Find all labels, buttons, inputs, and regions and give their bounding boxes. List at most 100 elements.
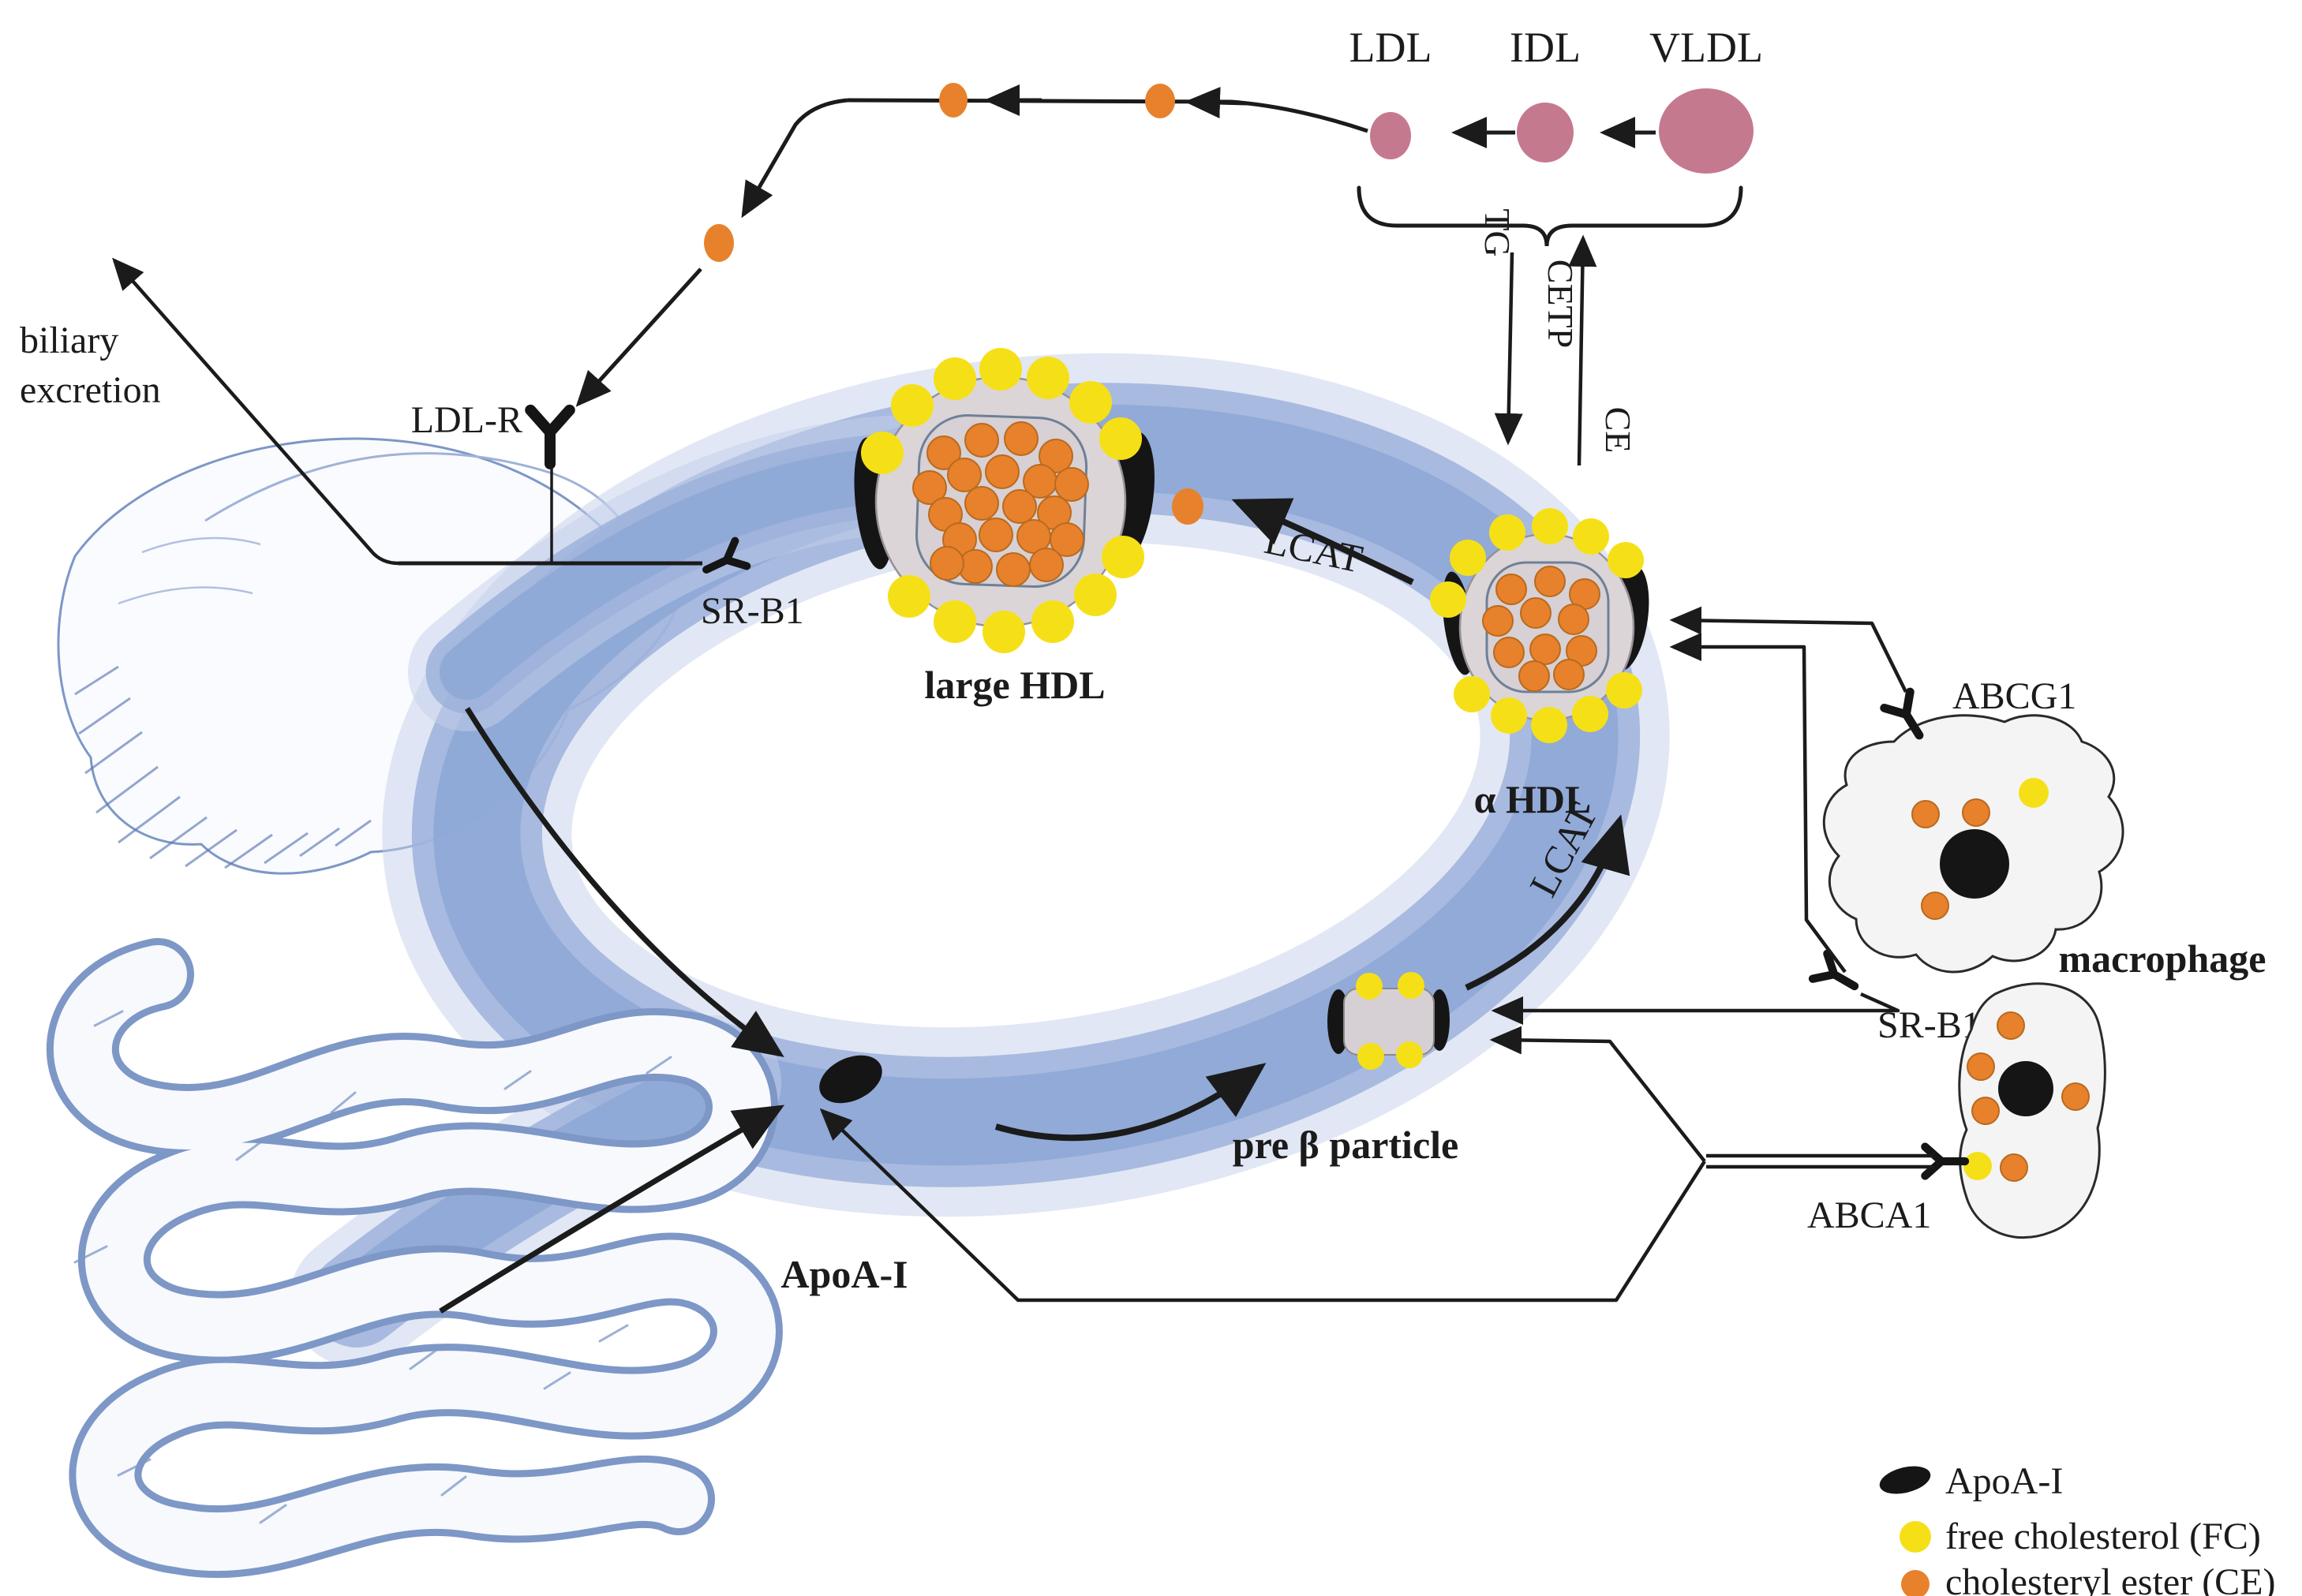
efflux-connectors	[819, 606, 1933, 1303]
legend-apoa1-label: ApoA-I	[1945, 1460, 2063, 1502]
cholesterol-dot	[1356, 973, 1383, 1000]
cholesterol-dot	[1027, 357, 1069, 399]
ldl-uptake-path	[575, 84, 1368, 407]
cholesterol-dot	[2000, 1153, 2028, 1182]
cholesterol-dot	[930, 546, 964, 581]
abca1-label: ABCA1	[1807, 1194, 1931, 1236]
cholesterol-dot	[1450, 540, 1486, 576]
abcg1-label: ABCG1	[1952, 675, 2076, 717]
lcat-lower-arrow	[1465, 814, 1630, 991]
cholesterol-dot	[996, 552, 1031, 587]
large-hdl-fc-dots	[861, 348, 1144, 653]
apoa1-free: ApoA-I	[780, 1055, 908, 1296]
idl-label: IDL	[1510, 24, 1581, 71]
bloodstream-branch-liver	[408, 416, 947, 731]
cholesterol-dot	[1921, 891, 1949, 920]
cholesterol-dot	[1534, 566, 1566, 597]
cholesterol-dot	[2061, 1082, 2090, 1111]
cholesterol-dot	[1398, 972, 1424, 999]
cholesterol-dot	[1558, 604, 1589, 635]
cholesterol-dot	[1911, 800, 1940, 828]
cholesterol-dot	[964, 486, 999, 521]
cholesterol-dot	[1531, 707, 1567, 743]
legend-fc-label: free cholesterol (FC)	[1945, 1516, 2261, 1557]
foam-cell: ABCA1	[1807, 982, 2106, 1239]
cholesterol-dot	[912, 470, 947, 505]
legend-apoa1-icon	[1879, 1466, 1931, 1494]
liver-receptor-assembly: LDL-R SR-B1 biliary excretion	[20, 257, 804, 632]
cholesterol-dot	[1039, 439, 1073, 473]
srb1-to-alphahdl-line	[1669, 633, 1847, 974]
pre-beta-body	[1343, 988, 1435, 1056]
intestine-sketch	[47, 938, 783, 1579]
macrophage-fc-dots	[2019, 778, 2049, 808]
liver-hatching	[74, 665, 372, 869]
ldl-r-label: LDL-R	[411, 399, 522, 441]
abca1-double-line	[1706, 1153, 1933, 1169]
lcat-upper-arrow	[1231, 498, 1414, 585]
cholesterol-dot	[1489, 514, 1525, 551]
cholesterol-dot	[1430, 581, 1466, 618]
cholesterol-dot	[985, 454, 1020, 489]
cholesterol-dot	[1608, 542, 1644, 578]
cholesterol-dot	[1553, 659, 1585, 690]
abcg1-to-alphahdl-line	[1669, 606, 1908, 693]
abca1-receptor-icon	[1925, 1147, 1965, 1176]
cholesterol-dot	[1572, 696, 1608, 732]
cholesterol-dot	[1971, 1097, 2000, 1125]
macrophage-nucleus	[1940, 829, 2009, 899]
abca1-to-prebeta-line	[1489, 1026, 1706, 1163]
vldl-particle	[1659, 88, 1754, 174]
cholesterol-dot	[861, 432, 904, 474]
foam-cell-nucleus	[1998, 1061, 2053, 1116]
cholesterol-dot	[2019, 778, 2049, 808]
macrophage-ce-dots	[1911, 798, 1990, 920]
cholesterol-dot	[983, 611, 1025, 653]
cholesterol-dot	[1495, 574, 1527, 605]
lipoprotein-chain: LDL IDL VLDL	[1349, 24, 1763, 247]
foam-ce-dots	[1967, 1011, 2090, 1182]
abca1-to-apoa1-line	[819, 1108, 1706, 1303]
idl-particle	[1517, 103, 1574, 163]
legend-fc-icon	[1900, 1521, 1931, 1553]
cholesterol-dot	[934, 600, 976, 643]
cholesterol-dot	[1493, 637, 1525, 668]
cholesterol-dot	[1357, 1043, 1384, 1070]
cholesterol-dot	[1482, 605, 1514, 637]
macrophage-cell: ABCG1 SR-B1 macrophage	[1813, 675, 2266, 1046]
sr-b1-liver-label: SR-B1	[701, 590, 804, 632]
biliary-excretion-arrow	[112, 257, 399, 566]
cholesterol-dot	[979, 348, 1022, 391]
cholesterol-dot	[1573, 518, 1609, 555]
pre-beta-fc-dots	[1356, 972, 1424, 1070]
cetp-exchange: TG CETP CE	[1477, 208, 1638, 466]
biliary-label-line1: biliary	[20, 320, 118, 361]
ce-arrow	[1568, 234, 1597, 466]
ldl-particle	[1370, 112, 1411, 159]
biliary-label-line2: excretion	[20, 369, 161, 411]
cholesterol-dot	[1069, 381, 1112, 424]
cholesterol-dot	[1054, 467, 1089, 502]
apoa1-ellipse	[819, 1055, 882, 1104]
cholesterol-dot	[1454, 676, 1490, 712]
intestine-to-apoa1-arrow	[439, 1104, 785, 1314]
cholesterol-dot	[1529, 634, 1561, 665]
cholesterol-dot	[1963, 1152, 1992, 1180]
cholesterol-dot	[1004, 421, 1039, 456]
cholesterol-dot	[1102, 536, 1144, 578]
cholesterol-dot	[1532, 508, 1568, 544]
cholesterol-dot	[891, 384, 934, 427]
ce-label: CE	[1598, 407, 1638, 454]
cholesterol-dot	[1491, 697, 1527, 734]
legend: ApoA-I free cholesterol (FC) cholesteryl…	[1879, 1460, 2276, 1596]
foam-fc-dots	[1963, 1152, 1992, 1180]
legend-ce-label: cholesteryl ester (CE)	[1945, 1561, 2276, 1596]
cholesterol-dot	[1997, 1011, 2025, 1040]
cholesterol-dot	[1002, 489, 1037, 524]
cholesterol-dot	[1029, 548, 1064, 582]
ce-stream-dot	[1172, 488, 1203, 525]
cholesterol-dot	[1962, 798, 1990, 827]
cholesterol-dot	[947, 458, 982, 492]
